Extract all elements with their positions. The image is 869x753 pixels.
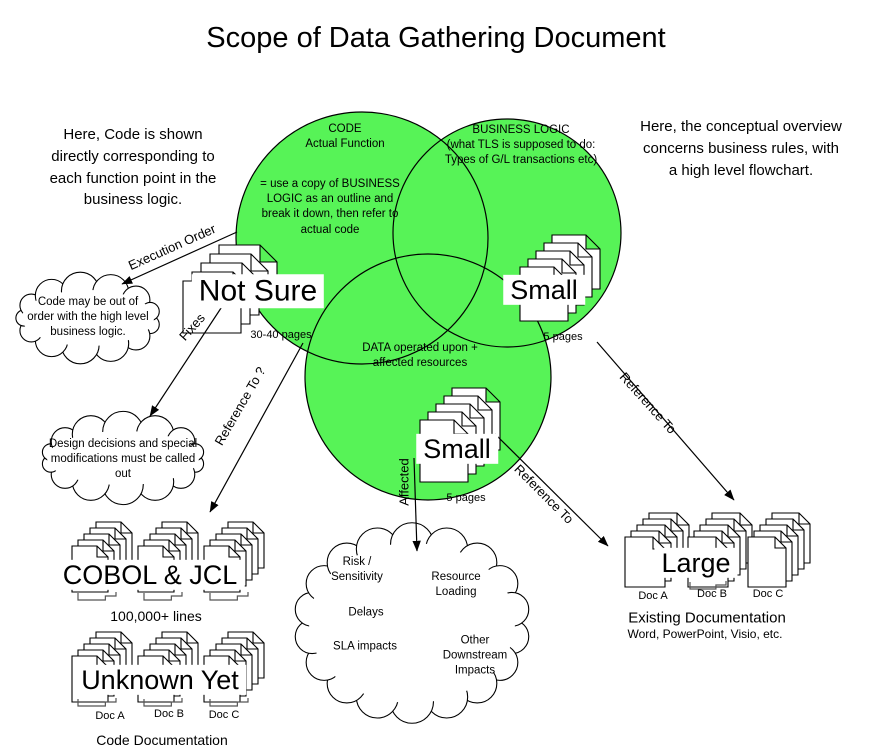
data-circle-title: DATA operated upon + affected resources: [362, 342, 478, 370]
code-doc-b-label: Doc B: [154, 708, 184, 720]
small-right-pages: 5 pages: [543, 331, 583, 343]
venn-outlines: [235, 111, 622, 501]
code-circle-body: = use a copy of BUSINESS LOGIC as an out…: [260, 178, 400, 236]
arrow-reference-to-question: [209, 342, 304, 513]
impact-other-downstream: Other Downstream Impacts: [442, 634, 508, 677]
existing-documentation-caption: Existing Documentation: [628, 609, 786, 627]
impact-resource-loading: Resource Loading: [431, 571, 481, 598]
code-circle-heading: CODE Actual Function: [280, 122, 410, 152]
stack-bracket-icon: [209, 698, 249, 707]
arrow-reference-to-center: [494, 433, 609, 547]
thought-cloud-impacts: [294, 522, 530, 724]
small-right-label: Small: [503, 274, 585, 306]
document-stack-large-c-icon: [747, 512, 811, 588]
arrow-reference-to-right: [596, 341, 735, 501]
existing-doc-a-label: Doc A: [638, 590, 668, 602]
business-logic-subtitle: (what TLS is supposed to do: Types of G/…: [444, 139, 598, 167]
thought-cloud-design-decisions: [41, 410, 205, 506]
right-note: Here, the conceptual overview concerns b…: [640, 118, 842, 179]
stack-bracket-icon: [77, 592, 117, 601]
page-title: Scope of Data Gathering Document: [206, 22, 666, 54]
code-lines-caption: 100,000+ lines: [110, 608, 202, 624]
cloud-code-order-text: Code may be out of order with the high l…: [27, 296, 149, 338]
cobol-jcl-label: COBOL & JCL: [55, 559, 245, 591]
impact-delays: Delays: [348, 606, 384, 619]
business-logic-heading: BUSINESS LOGIC (what TLS is supposed to …: [435, 123, 607, 169]
impact-risk-sensitivity: Risk / Sensitivity: [331, 556, 383, 583]
code-documentation-caption: Code Documentation: [96, 732, 228, 748]
left-note: Here, Code is shown directly correspondi…: [49, 126, 217, 209]
stack-bracket-icon: [209, 592, 249, 601]
code-circle-title: CODE: [328, 123, 362, 135]
code-doc-a-label: Doc A: [95, 710, 125, 722]
stack-bracket-icon: [689, 581, 727, 590]
not-sure-pages: 30-40 pages: [250, 329, 312, 341]
affected-arrow-label: Affected: [396, 458, 412, 506]
thought-cloud-code-order: [15, 271, 160, 365]
cloud-design-decisions-text: Design decisions and special modificatio…: [48, 438, 198, 480]
code-doc-c-label: Doc C: [208, 709, 240, 721]
unknown-yet-label: Unknown Yet: [74, 664, 246, 696]
impact-sla: SLA impacts: [333, 640, 397, 653]
code-circle-subtitle: Actual Function: [305, 138, 385, 151]
arrow-fixes: [149, 301, 226, 417]
arrow-affected: [412, 457, 421, 552]
arrow-execution-order: [121, 231, 238, 285]
stack-bracket-icon: [77, 698, 117, 707]
not-sure-label: Not Sure: [191, 274, 325, 308]
small-center-pages: 5 pages: [446, 492, 486, 504]
business-logic-title: BUSINESS LOGIC: [472, 124, 570, 136]
stack-bracket-icon: [143, 592, 183, 601]
existing-documentation-subcaption: Word, PowerPoint, Visio, etc.: [627, 627, 783, 641]
small-center-label: Small: [416, 433, 498, 465]
arrows: [121, 231, 735, 552]
existing-doc-b-label: Doc B: [697, 588, 727, 600]
existing-doc-c-label: Doc C: [752, 588, 784, 600]
stack-bracket-icon: [143, 698, 183, 707]
large-label: Large: [654, 547, 738, 579]
